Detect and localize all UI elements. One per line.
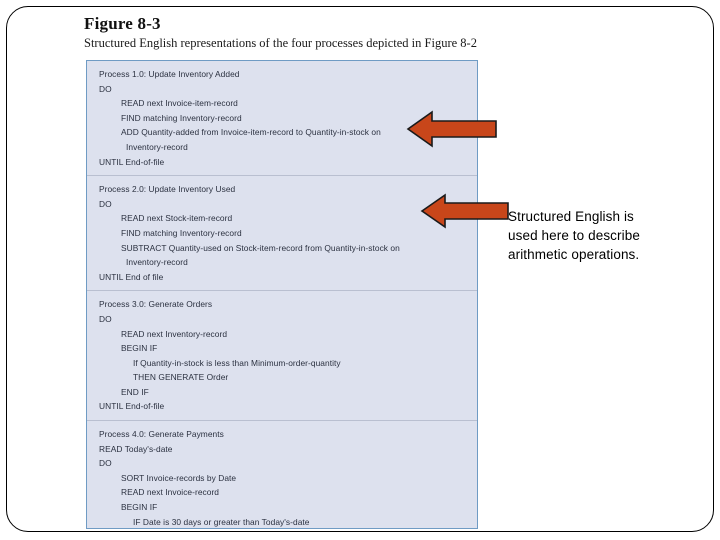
- code-line: Process 4.0: Generate Payments: [99, 429, 224, 440]
- code-line: THEN GENERATE Order: [133, 372, 229, 383]
- code-line: DO: [99, 458, 112, 469]
- structured-english-panel: Process 1.0: Update Inventory Added DO R…: [86, 60, 478, 529]
- figure-title: Figure 8-3: [84, 14, 161, 33]
- code-line: BEGIN IF: [121, 502, 158, 513]
- code-line: Inventory-record: [126, 141, 188, 152]
- annotation-callout-text: Structured English is used here to descr…: [508, 207, 708, 264]
- annotation-line: used here to describe: [508, 228, 640, 243]
- code-line: UNTIL End-of-file: [99, 156, 165, 167]
- code-line: UNTIL End-of-file: [99, 401, 165, 412]
- code-line: DO: [99, 313, 112, 324]
- figure-caption: Figure 8-3 Structured English representa…: [84, 14, 644, 51]
- code-line: DO: [99, 198, 112, 209]
- code-line: FIND matching Inventory-record: [121, 227, 242, 238]
- code-line: BEGIN IF: [121, 343, 158, 354]
- process-block-1: Process 1.0: Update Inventory Added DO R…: [87, 61, 477, 175]
- code-line: READ Today's-date: [99, 443, 173, 454]
- annotation-line: Structured English is: [508, 209, 634, 224]
- code-line: UNTIL End of file: [99, 271, 164, 282]
- code-line: If Quantity-in-stock is less than Minimu…: [133, 357, 341, 368]
- code-line: Process 3.0: Generate Orders: [99, 299, 213, 310]
- code-line: SUBTRACT Quantity-used on Stock-item-rec…: [121, 242, 400, 253]
- code-line: END IF: [121, 386, 149, 397]
- figure-subtitle: Structured English representations of th…: [84, 36, 477, 50]
- process-block-4: Process 4.0: Generate Payments READ Toda…: [87, 420, 477, 528]
- code-line: DO: [99, 83, 112, 94]
- code-line: READ next Invoice-item-record: [121, 98, 238, 109]
- left-arrow-icon-upper: [406, 110, 497, 148]
- annotation-line: arithmetic operations.: [508, 247, 640, 262]
- process-block-2: Process 2.0: Update Inventory Used DO RE…: [87, 175, 477, 290]
- code-line: FIND matching Inventory-record: [121, 112, 242, 123]
- process-block-3: Process 3.0: Generate Orders DO READ nex…: [87, 290, 477, 420]
- code-line: Process 1.0: Update Inventory Added: [99, 69, 240, 79]
- code-line: Process 2.0: Update Inventory Used: [99, 184, 236, 195]
- code-line: READ next Stock-item-record: [121, 213, 233, 224]
- code-line: Inventory-record: [126, 257, 188, 268]
- code-line: READ next Inventory-record: [121, 328, 228, 339]
- code-line: IF Date is 30 days or greater than Today…: [133, 516, 310, 527]
- code-line: READ next Invoice-record: [121, 487, 220, 498]
- left-arrow-icon-lower: [420, 193, 509, 229]
- code-line: ADD Quantity-added from Invoice-item-rec…: [121, 127, 381, 138]
- code-line: SORT Invoice-records by Date: [121, 472, 237, 483]
